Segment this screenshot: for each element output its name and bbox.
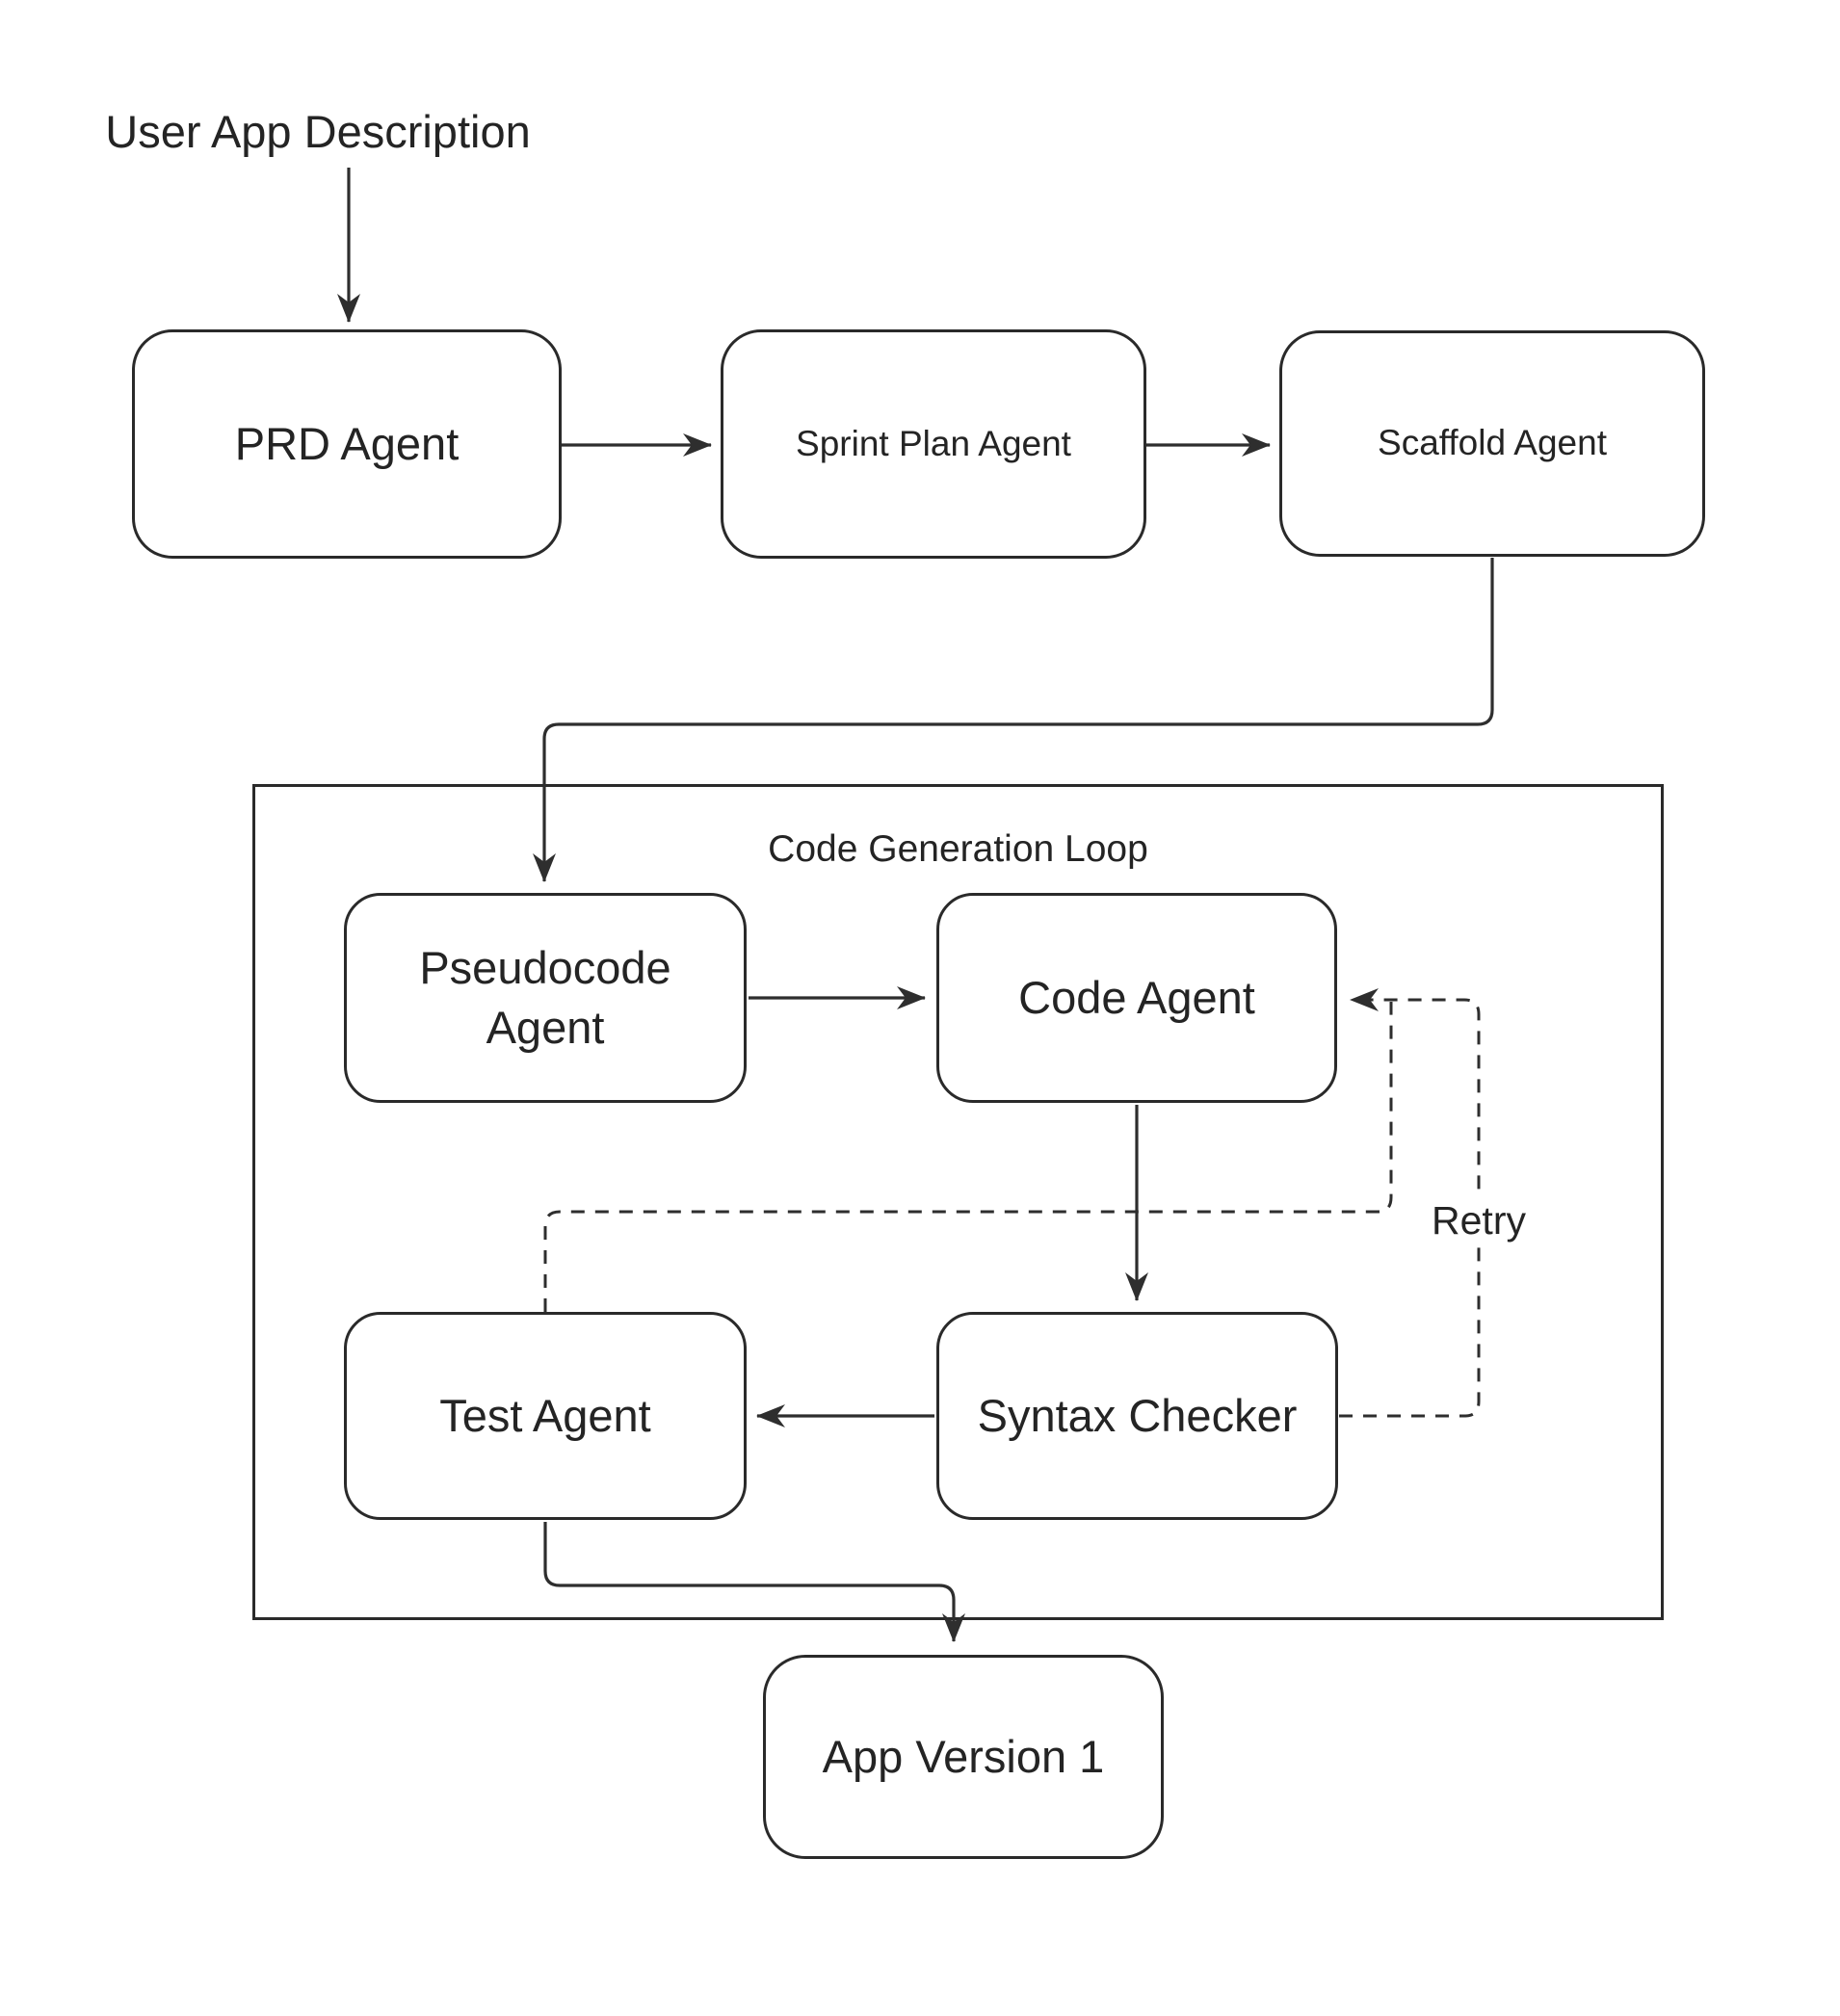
node-pseudocode-agent-label: Pseudocode Agent (419, 941, 671, 1053)
node-syntax-checker: Syntax Checker (936, 1312, 1338, 1520)
node-test-agent-label: Test Agent (439, 1389, 651, 1441)
node-code-agent: Code Agent (936, 893, 1337, 1103)
node-prd-agent: PRD Agent (132, 329, 562, 559)
node-app-version-1-label: App Version 1 (822, 1730, 1105, 1782)
node-syntax-checker-label: Syntax Checker (977, 1389, 1298, 1441)
node-code-agent-label: Code Agent (1018, 971, 1255, 1023)
edge-test-to-app (543, 1522, 965, 1642)
retry-edge-label: Retry (1424, 1195, 1534, 1245)
edge-scaffold-to-pseudocode (533, 558, 1494, 882)
node-prd-agent-label: PRD Agent (234, 417, 460, 469)
node-sprint-plan-agent-label: Sprint Plan Agent (796, 423, 1071, 463)
node-sprint-plan-agent: Sprint Plan Agent (721, 329, 1146, 559)
edge-test-retry-to-code (543, 1002, 1393, 1312)
node-pseudocode-agent: Pseudocode Agent (344, 893, 747, 1103)
node-app-version-1: App Version 1 (763, 1655, 1164, 1859)
node-scaffold-agent: Scaffold Agent (1279, 330, 1705, 557)
node-scaffold-agent-label: Scaffold Agent (1378, 423, 1607, 463)
code-generation-loop-label: Code Generation Loop (768, 828, 1148, 870)
user-app-description-label: User App Description (105, 106, 531, 157)
node-test-agent: Test Agent (344, 1312, 747, 1520)
